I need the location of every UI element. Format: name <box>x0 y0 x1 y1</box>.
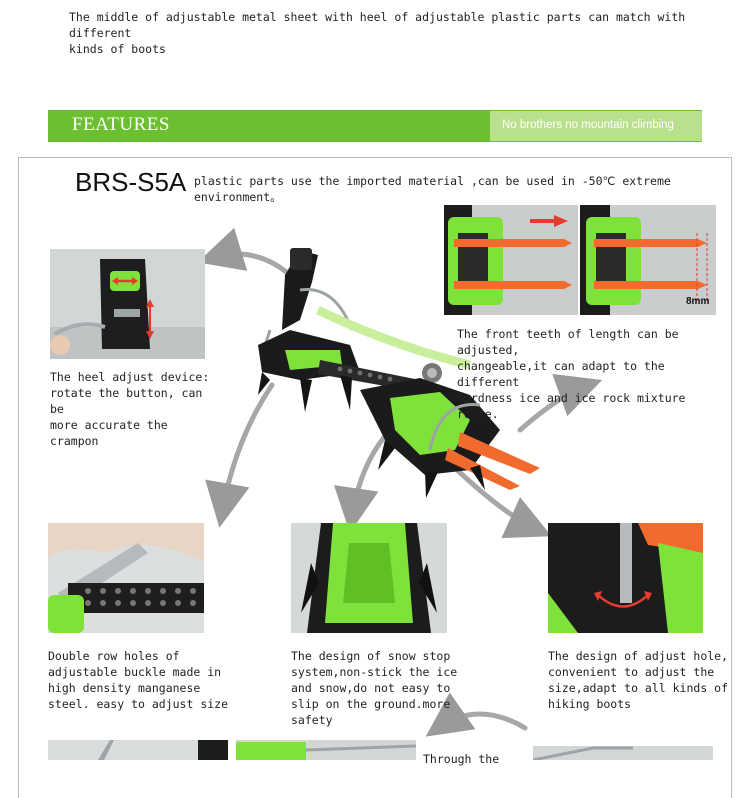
front-teeth-photo-after: 8mm <box>580 205 716 315</box>
front-teeth-photo-before <box>444 205 578 315</box>
caption-line: hardness ice and ice rock mixture route. <box>457 391 686 421</box>
pointer-arrows <box>197 227 603 737</box>
caption-line: safety <box>291 713 333 727</box>
features-tagline: No brothers no mountain climbing <box>502 119 674 131</box>
buckle-holes-caption: Double row holes of adjustable buckle ma… <box>48 648 228 712</box>
caption-line: Double row holes of <box>48 649 180 663</box>
features-tagline-box: No brothers no mountain climbing <box>490 111 702 141</box>
caption-line: adjustable buckle made in <box>48 665 222 679</box>
caption-line: hiking boots <box>548 697 632 711</box>
caption-line: convenient to adjust the <box>548 665 715 679</box>
intro-text: The middle of adjustable metal sheet wit… <box>69 9 709 57</box>
heel-adjust-caption: The heel adjust device: rotate the butto… <box>50 369 220 449</box>
arrow-to-front-teeth <box>517 373 603 433</box>
caption-line: rotate the button, can be <box>50 386 203 416</box>
features-banner: FEATURES No brothers no mountain climbin… <box>48 110 702 142</box>
arrow-to-adjust-hole <box>452 465 552 539</box>
arrow-to-heel <box>197 227 293 278</box>
measure-label: 8mm <box>686 296 710 307</box>
arrow-to-buckle <box>205 382 275 528</box>
bottom-photo-3 <box>533 746 713 760</box>
heel-adjust-photo <box>50 249 205 359</box>
intro-line-1: The middle of adjustable metal sheet wit… <box>69 10 686 40</box>
snow-stop-photo <box>291 523 447 633</box>
caption-line: more accurate the crampon <box>50 418 168 448</box>
caption-line: slip on the ground.more <box>291 697 451 711</box>
buckle-holes-photo <box>48 523 204 633</box>
material-note: plastic parts use the imported material … <box>194 174 671 204</box>
front-teeth-caption: The front teeth of length can be adjuste… <box>457 326 727 422</box>
caption-line: changeable,it can adapt to the different <box>457 359 665 389</box>
caption-line: system,non-stick the ice <box>291 665 458 679</box>
bottom-photo-1 <box>48 740 228 760</box>
caption-line: The heel adjust device: <box>50 370 210 384</box>
bottom-partial-caption: Through the <box>423 752 500 766</box>
intro-line-2: kinds of boots <box>69 42 166 56</box>
features-title: FEATURES <box>72 114 170 135</box>
bottom-photo-2 <box>236 740 416 760</box>
adjust-hole-photo <box>548 523 703 633</box>
crampon-illustration <box>258 248 540 498</box>
snow-stop-caption: The design of snow stop system,non-stick… <box>291 648 461 728</box>
adjust-hole-caption: The design of adjust hole, convenient to… <box>548 648 728 712</box>
product-model: BRS-S5A <box>75 167 187 197</box>
feature-panel <box>18 157 732 798</box>
caption-line: and snow,do not easy to <box>291 681 451 695</box>
arrow-bottom <box>425 692 528 737</box>
crampon-diagram <box>197 227 603 737</box>
caption-line: The front teeth of length can be adjuste… <box>457 327 679 357</box>
caption-line: The design of adjust hole, <box>548 649 729 663</box>
caption-line: steel. easy to adjust size <box>48 697 229 711</box>
caption-line: size,adapt to all kinds of <box>548 681 729 695</box>
caption-line: The design of snow stop <box>291 649 451 663</box>
caption-line: high density manganese <box>48 681 201 695</box>
